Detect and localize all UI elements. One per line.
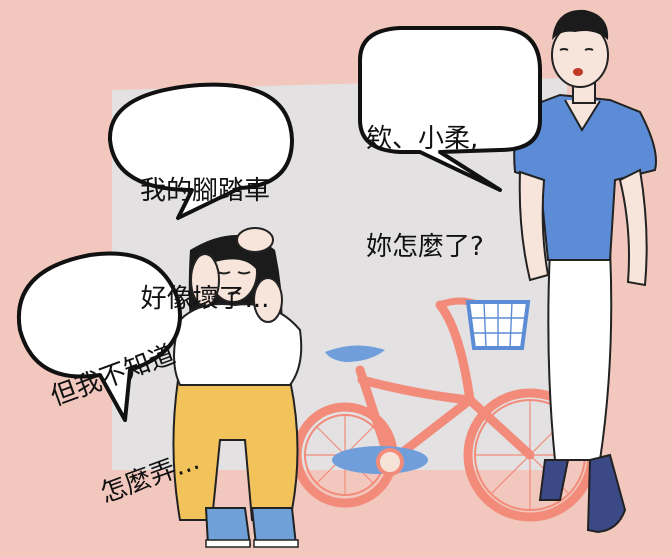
sneaker-icon [204,507,299,548]
bubble-girl-top-text: 我的腳踏車 好像壞了... [125,101,285,353]
bubble-man-line1: 欸、小柔, [366,124,479,154]
speech-bubble-man [358,26,542,192]
bubble-man-line2: 妳怎麼了? [366,232,484,262]
bubble-girl-left-line2: 怎麼弄... [96,445,204,510]
speech-bubble-girl-top [107,82,294,220]
bubble-girl-top-line2: 好像壞了... [140,284,270,314]
bubble-girl-top-line1: 我的腳踏車 [139,176,270,206]
speech-bubble-girl-left [16,251,182,422]
bubble-man-text: 欸、小柔, 妳怎麼了? [366,49,536,301]
sitting-girl [172,227,303,548]
basket-icon [465,300,531,350]
bicycle-seat [325,345,385,362]
bubble-girl-left-line1: 但我不知道 [46,339,180,413]
standing-man [513,9,657,534]
